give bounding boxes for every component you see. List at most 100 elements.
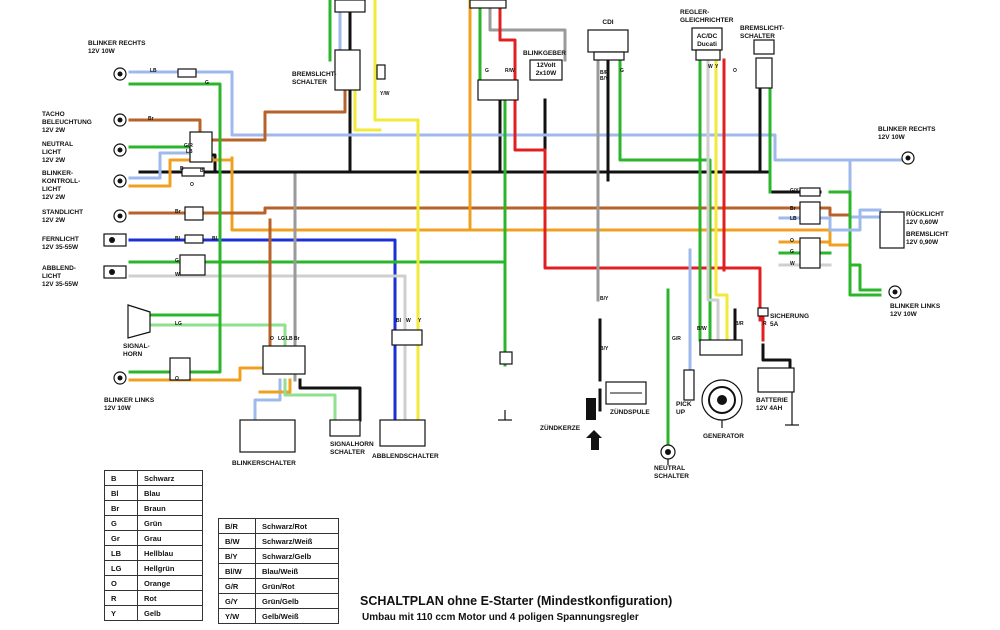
label-blinker-kontroll: BLINKER- bbox=[42, 170, 73, 177]
wire-label: Br bbox=[148, 116, 154, 122]
legend-code: LG bbox=[104, 560, 138, 576]
legend-name: Grün/Gelb bbox=[255, 593, 339, 609]
label-abblendlicht: ABBLEND- bbox=[42, 265, 76, 272]
blinkgeber-box bbox=[529, 59, 563, 81]
label-generator: GENERATOR bbox=[703, 433, 744, 440]
legend-code: Bl/W bbox=[218, 563, 256, 579]
label-blinkgeber-spec: 2x10W bbox=[536, 70, 557, 77]
wire-label: B/Y bbox=[600, 346, 609, 352]
legend-name: Grün/Rot bbox=[255, 578, 339, 594]
lamp-kontroll bbox=[113, 174, 127, 188]
cdi-box bbox=[587, 29, 629, 61]
legend-name: Blau/Weiß bbox=[255, 563, 339, 579]
legend-code: B bbox=[104, 470, 138, 486]
legend-code: G/Y bbox=[218, 593, 256, 609]
wire-orange-blinker-links bbox=[128, 366, 277, 382]
wire-yellow-regler bbox=[714, 58, 729, 342]
wire-label: B bbox=[200, 168, 204, 174]
label-blinker-rechts-left: BLINKER RECHTS bbox=[88, 40, 146, 47]
wire-label: LG bbox=[175, 321, 182, 327]
signalhorn-schalter-box bbox=[329, 419, 361, 437]
label-fernlicht: FERNLICHT bbox=[42, 236, 79, 243]
wire-label: G bbox=[205, 80, 209, 86]
wire-label: O bbox=[175, 376, 179, 382]
label-blinkerschalter: BLINKERSCHALTER bbox=[232, 460, 296, 467]
wires bbox=[128, 0, 912, 452]
label-standlicht: STANDLICHT bbox=[42, 209, 83, 216]
wire-label: R/W bbox=[505, 68, 515, 74]
wire-white-abblend bbox=[128, 274, 407, 332]
legend-name: Orange bbox=[137, 575, 203, 591]
legend-name: Grau bbox=[137, 530, 203, 546]
label-signalhorn: HORN bbox=[123, 351, 142, 358]
label-sicherung: SICHERUNG bbox=[770, 313, 809, 320]
connector-blocks-left bbox=[169, 0, 519, 381]
lamp-fernlicht bbox=[103, 233, 127, 247]
label-regler: REGLER- bbox=[680, 9, 709, 16]
lamp-standlicht bbox=[113, 209, 127, 223]
label-neutral-schalter: NEUTRAL bbox=[654, 465, 685, 472]
zuendkerze-symbol bbox=[586, 398, 602, 450]
wire-label: LB bbox=[790, 216, 797, 222]
wire-label: Bl bbox=[212, 236, 218, 242]
label-blinker-rechts-right: BLINKER RECHTS bbox=[878, 126, 936, 133]
label-sicherung: 5A bbox=[770, 321, 779, 328]
wire-yellow-main bbox=[373, 0, 420, 332]
label-tacho: BELEUCHTUNG bbox=[42, 119, 92, 126]
diagram-subtitle: Umbau mit 110 ccm Motor und 4 poligen Sp… bbox=[362, 612, 639, 623]
bremsschalter-right bbox=[753, 39, 775, 89]
wire-label: W bbox=[406, 318, 411, 324]
wire-black-hornswitch bbox=[298, 378, 362, 422]
lamp-tacho bbox=[113, 113, 127, 127]
label-tacho: 12V 2W bbox=[42, 127, 66, 134]
label-neutral-licht: LICHT bbox=[42, 149, 61, 156]
legend-code: B/W bbox=[218, 533, 256, 549]
legend-code: R bbox=[104, 590, 138, 606]
wire-label: O bbox=[733, 68, 737, 74]
wire-label: Y bbox=[418, 318, 422, 324]
label-bremslicht-schalter-b: BREMSLICHT- bbox=[740, 25, 784, 32]
legend-name: Schwarz/Gelb bbox=[255, 548, 339, 564]
wire-label: O bbox=[190, 182, 194, 188]
label-tacho: TACHO bbox=[42, 111, 65, 118]
label-regler-spec: AC/DC bbox=[697, 33, 718, 40]
wire-lightgreen-horn bbox=[148, 323, 287, 347]
wire-green-right bbox=[828, 190, 882, 297]
label-zuendkerze: ZÜNDKERZE bbox=[540, 423, 581, 432]
label-standlicht: 12V 2W bbox=[42, 217, 66, 224]
wire-blinker-links-right bbox=[848, 263, 882, 292]
wire-label: LB bbox=[286, 336, 293, 342]
label-fernlicht: 12V 35-55W bbox=[42, 244, 79, 251]
wire-label: O bbox=[790, 238, 794, 244]
label-pick-up: PICK bbox=[676, 401, 692, 408]
label-blinkgeber: BLINKGEBER bbox=[523, 50, 566, 57]
legend-name: Grün bbox=[137, 515, 203, 531]
label-batterie: 12V 4AH bbox=[756, 405, 783, 412]
wire-lb-kontroll bbox=[128, 151, 192, 180]
label-batterie: BATTERIE bbox=[756, 397, 789, 404]
wire-label: W bbox=[175, 272, 180, 278]
label-signalhorn-schalter: SIGNALHORN bbox=[330, 441, 374, 448]
wire-label: Y/W bbox=[380, 91, 390, 97]
label-pick-up: UP bbox=[676, 409, 686, 416]
label-bremslicht-schalter-a: BREMSLICHT- bbox=[292, 71, 336, 78]
wire-label: Y bbox=[715, 64, 719, 70]
wire-lightblue-blinkerschalter bbox=[253, 378, 282, 422]
wire-lightgreen-hornswitch bbox=[283, 378, 337, 422]
wire-label: Br bbox=[175, 209, 181, 215]
horn-shape bbox=[127, 304, 151, 339]
label-bremslicht: BREMSLICHT bbox=[906, 231, 949, 238]
lamp-blinker-rechts-right bbox=[901, 151, 915, 165]
legend-code: LB bbox=[104, 545, 138, 561]
wire-label: LB bbox=[150, 68, 157, 74]
legend-code: Y bbox=[104, 605, 138, 621]
generator-symbol bbox=[701, 379, 743, 421]
